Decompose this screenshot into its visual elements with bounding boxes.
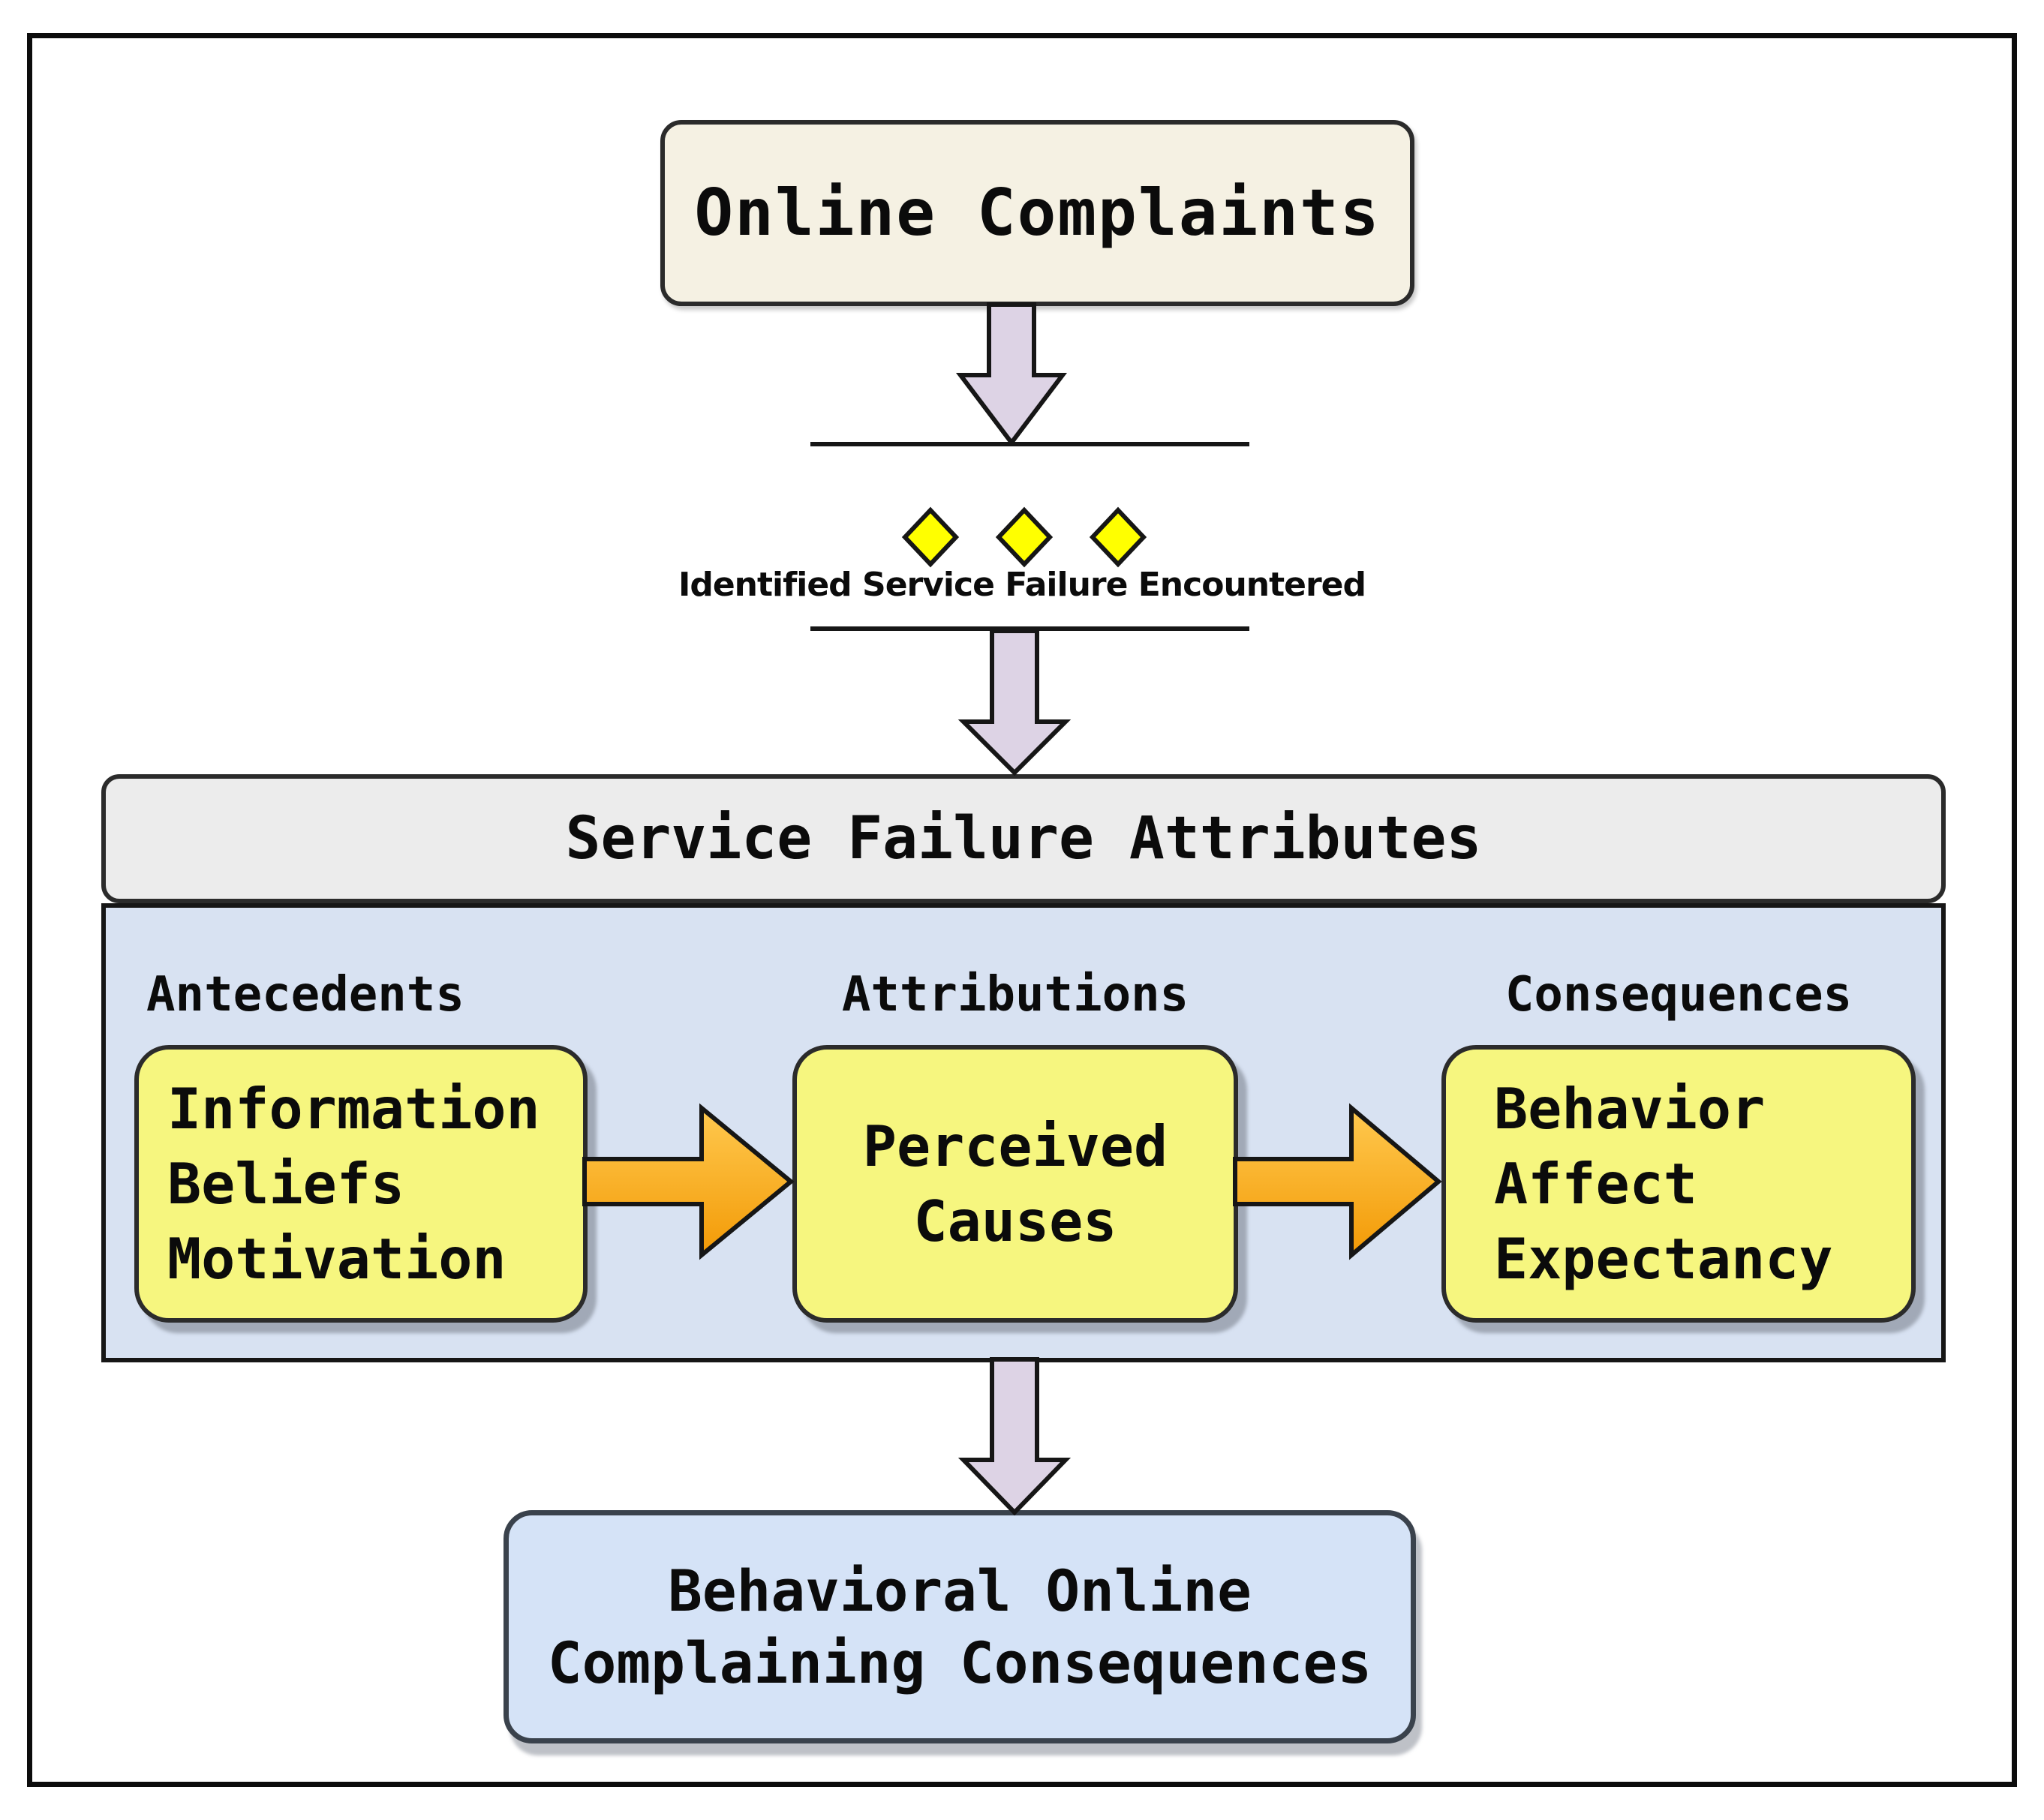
consequences-line: Affect	[1494, 1151, 1697, 1217]
consequences-line: Expectancy	[1494, 1226, 1833, 1292]
antecedents-line: Motivation	[167, 1226, 506, 1292]
right-arrow-icon	[582, 1103, 795, 1260]
online-complaints-box: Online Complaints	[660, 120, 1414, 306]
outcome-line: Complaining Consequences	[547, 1629, 1372, 1696]
attributions-line: Perceived	[862, 1113, 1168, 1179]
outcome-line: Behavioral Online	[668, 1557, 1252, 1624]
column-label-antecedents: Antecedents	[146, 967, 464, 1023]
column-label-consequences: Consequences	[1504, 967, 1853, 1023]
service-failure-attributes-box: Service Failure Attributes	[101, 774, 1946, 903]
milestone-diamond-icon	[995, 506, 1054, 568]
service-failure-attributes-label: Service Failure Attributes	[565, 805, 1482, 872]
attributions-line: Causes	[913, 1188, 1117, 1254]
antecedents-line: Information	[167, 1076, 540, 1142]
consequences-line: Behavior	[1494, 1076, 1766, 1142]
down-arrow-icon	[955, 302, 1068, 446]
right-arrow-icon	[1233, 1103, 1442, 1260]
down-arrow-icon	[957, 629, 1072, 776]
antecedents-line: Beliefs	[167, 1151, 405, 1217]
attributions-box: Perceived Causes	[792, 1045, 1238, 1323]
behavioral-outcome-box: Behavioral Online Complaining Consequenc…	[503, 1510, 1416, 1743]
consequences-box: Behavior Affect Expectancy	[1441, 1045, 1916, 1323]
column-label-attributions: Attributions	[841, 967, 1189, 1023]
milestone-diamond-icon	[901, 506, 960, 568]
down-arrow-icon	[957, 1357, 1072, 1516]
online-complaints-label: Online Complaints	[694, 176, 1381, 251]
milestone-diamond-icon	[1089, 506, 1147, 568]
checkpoint-caption: Identified Service Failure Encountered	[678, 566, 1366, 604]
